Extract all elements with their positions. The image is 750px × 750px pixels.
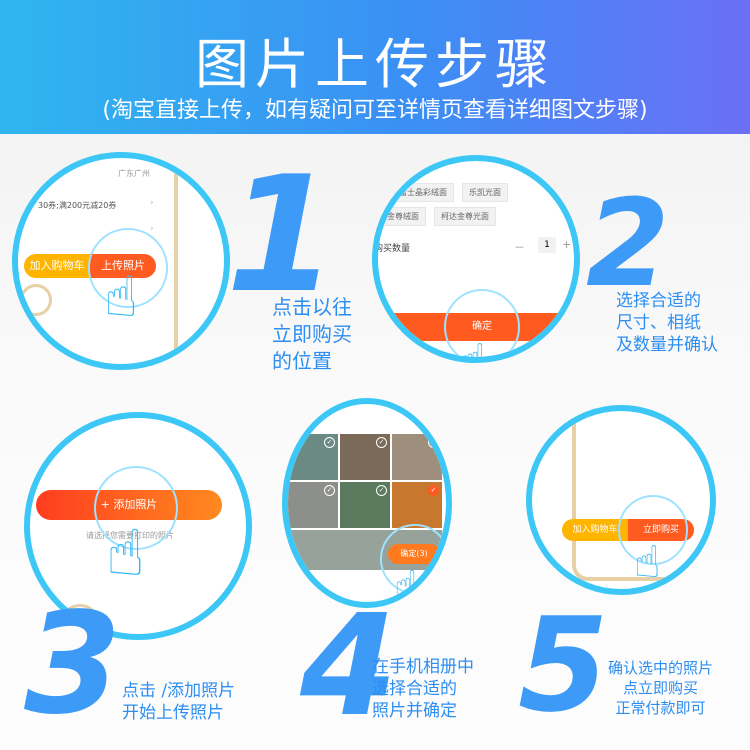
highlight-ring (444, 289, 520, 357)
step-2-description: 选择合适的 尺寸、相纸 及数量并确认 (616, 291, 718, 355)
highlight-ring (618, 495, 688, 565)
hand-pointer-icon: ☝ (460, 335, 487, 363)
step-4-number: 4 (300, 585, 398, 748)
quantity-value[interactable]: 1 (538, 237, 556, 253)
step-5-screenshot: 加入购物车 立即购买 ☝ (526, 405, 716, 595)
checkbox-icon[interactable]: ✓ (376, 437, 387, 448)
highlight-ring (94, 466, 178, 550)
hand-pointer-icon: ☝ (104, 265, 139, 330)
highlight-ring (380, 524, 446, 594)
chevron-right-icon: › (150, 224, 154, 234)
step-5-description: 确认选中的照片 点立即购买 正常付款即可 (608, 659, 714, 717)
page-title: 图片上传步骤 (195, 33, 555, 96)
quantity-label: 购买数量 (374, 244, 411, 254)
page-subtitle: (淘宝直接上传，如有疑问可至详情页查看详细图文步骤) (102, 98, 648, 123)
step-5-number: 5 (518, 589, 609, 741)
checkbox-icon[interactable]: ✓ (376, 485, 387, 496)
home-button (60, 604, 100, 634)
paper-option[interactable]: 金尊绒面 (380, 207, 426, 226)
step-2-number: 2 (586, 175, 670, 314)
step-1-description: 点击以往 立即购买 的位置 (272, 295, 352, 373)
chevron-right-icon: › (150, 198, 154, 208)
step-2-screenshot: 富士晶彩绒面 乐凯光面 金尊绒面 柯达金尊光面 购买数量 － 1 + 确定 ☝ (372, 155, 580, 363)
hand-pointer-icon: ☝ (394, 563, 419, 608)
step-3-description: 点击 /添加照片 开始上传照片 (122, 681, 236, 723)
photo-thumbnail[interactable]: ✓ (288, 482, 338, 528)
phone-frame (18, 158, 178, 364)
paper-option[interactable]: 富士晶彩绒面 (392, 183, 454, 202)
checkbox-icon[interactable]: ✓ (324, 437, 335, 448)
step-1-screenshot: 广东广州 30券;满200元减20券 › › 加入购物车 上传照片 ☝ (12, 152, 230, 370)
checkbox-icon[interactable]: ✓ (428, 437, 439, 448)
highlight-ring (88, 228, 168, 308)
photo-thumbnail[interactable]: ✓ (392, 482, 442, 528)
checkbox-icon[interactable]: ✓ (324, 485, 335, 496)
photo-thumbnail[interactable]: ✓ (288, 434, 338, 480)
add-to-cart-button[interactable]: 加入购物车 (562, 519, 628, 541)
paper-option[interactable]: 乐凯光面 (462, 183, 508, 202)
add-to-cart-button[interactable]: 加入购物车 (24, 254, 90, 278)
hand-pointer-icon: ☝ (106, 517, 145, 591)
step-4-description: 在手机相册中 选择合适的 照片并确定 (372, 657, 474, 721)
promo-text: 30券;满200元减20券 (38, 201, 117, 210)
photo-thumbnail[interactable]: ✓ (340, 482, 390, 528)
checkbox-checked-icon[interactable]: ✓ (428, 485, 439, 496)
paper-option-selected[interactable] (378, 183, 386, 199)
phone-frame (572, 411, 710, 581)
photo-thumbnail[interactable]: ✓ (340, 434, 390, 480)
step-4-screenshot: ✓ ✓ ✓ ✓ ✓ ✓ 确定(3) ☝ (282, 398, 452, 608)
quantity-minus-button[interactable]: － (514, 241, 525, 254)
paper-option[interactable]: 柯达金尊光面 (434, 207, 496, 226)
step-3-number: 3 (24, 583, 122, 746)
step-3-screenshot: + 添加照片 请选择您需要打印的照片 ☝ (24, 412, 252, 640)
photo-thumbnail[interactable]: ✓ (392, 434, 442, 480)
hand-pointer-icon: ☝ (634, 537, 661, 588)
quantity-plus-button[interactable]: + (562, 238, 572, 251)
header-banner: 图片上传步骤 (淘宝直接上传，如有疑问可至详情页查看详细图文步骤) (0, 0, 750, 134)
location-text: 广东广州 (118, 169, 150, 178)
home-button (20, 284, 52, 316)
step-1-number: 1 (226, 141, 338, 328)
